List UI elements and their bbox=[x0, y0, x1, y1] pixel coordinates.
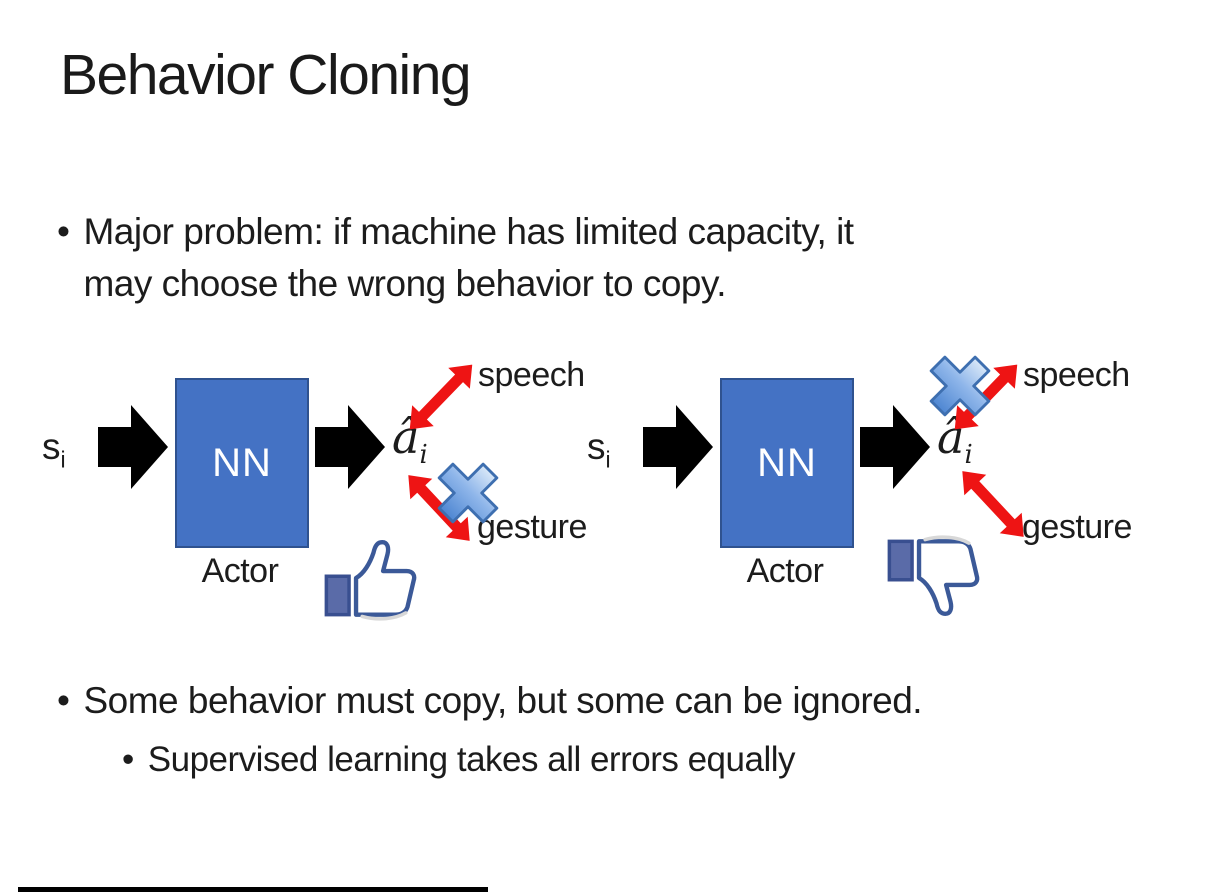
bullet-major-problem: • Major problem: if machine has limited … bbox=[57, 206, 854, 310]
thumbs-up-icon bbox=[324, 540, 417, 621]
nn-label: NN bbox=[757, 440, 817, 485]
speech-label: speech bbox=[1023, 356, 1130, 394]
gesture-label: gesture bbox=[1022, 508, 1132, 546]
speech-label: speech bbox=[478, 356, 585, 394]
thumbs-down-icon bbox=[887, 535, 980, 616]
bottom-edge-bar bbox=[18, 887, 488, 892]
cross-out-icon bbox=[437, 462, 499, 524]
nn-box: NN bbox=[720, 378, 854, 548]
bullet-line: Major problem: if machine has limited ca… bbox=[83, 211, 854, 252]
bullet-line: may choose the wrong behavior to copy. bbox=[83, 263, 727, 304]
input-arrow-icon bbox=[98, 405, 168, 489]
bullet-line: Supervised learning takes all errors equ… bbox=[147, 740, 796, 779]
cross-out-icon bbox=[929, 355, 991, 417]
bullet-dot: • bbox=[122, 740, 134, 779]
diagram-behavior-copied: si NN Actor âi speech gesture bbox=[30, 350, 660, 650]
actor-label: Actor bbox=[201, 552, 279, 590]
bullet-line: Some behavior must copy, but some can be… bbox=[83, 680, 923, 721]
output-arrow-icon bbox=[315, 405, 385, 489]
input-arrow-icon bbox=[643, 405, 713, 489]
state-label: si bbox=[587, 426, 611, 473]
bullet-dot: • bbox=[57, 211, 70, 252]
nn-box: NN bbox=[175, 378, 309, 548]
page-title: Behavior Cloning bbox=[60, 43, 472, 107]
diagram-behavior-ignored: si NN Actor âi speech gesture bbox=[575, 350, 1205, 650]
output-arrow-icon bbox=[860, 405, 930, 489]
state-label: si bbox=[42, 426, 66, 473]
nn-label: NN bbox=[212, 440, 272, 485]
actor-label: Actor bbox=[746, 552, 824, 590]
bullet-dot: • bbox=[57, 680, 70, 721]
gesture-label: gesture bbox=[477, 508, 587, 546]
gesture-arrow-icon bbox=[962, 471, 1024, 537]
speech-arrow-icon bbox=[409, 364, 473, 430]
bullet-some-behavior: • Some behavior must copy, but some can … bbox=[57, 676, 923, 726]
bullet-supervised-learning: • Supervised learning takes all errors e… bbox=[122, 736, 796, 784]
